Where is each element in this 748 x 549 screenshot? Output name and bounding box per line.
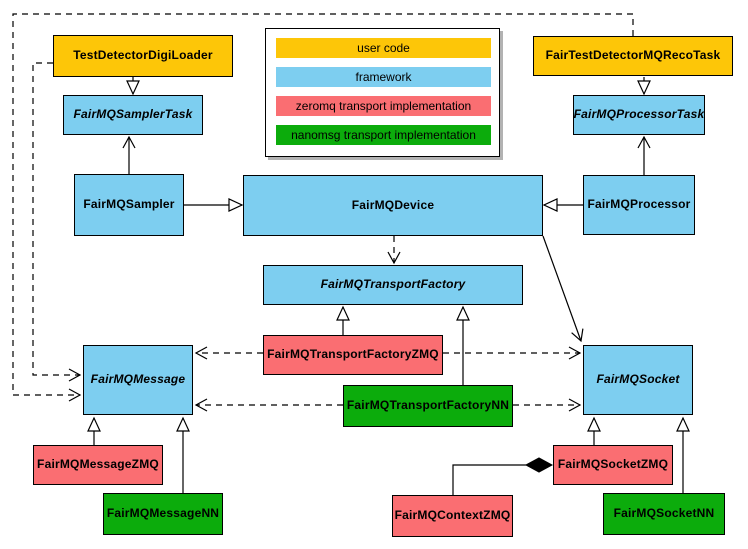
node-fairmqprocessor: FairMQProcessor <box>583 175 695 235</box>
node-fairmqsocketnn: FairMQSocketNN <box>603 493 725 535</box>
legend: user code framework zeromq transport imp… <box>265 28 500 157</box>
node-fairmqmessagenn: FairMQMessageNN <box>103 493 223 535</box>
legend-item-nanomsg: nanomsg transport implementation <box>276 125 491 145</box>
edge-device-uses-socket <box>542 235 584 343</box>
node-fairmqtransportfactoryzmq: FairMQTransportFactoryZMQ <box>263 335 443 375</box>
node-fairmqdevice: FairMQDevice <box>243 175 543 236</box>
node-fairmqmessagezmq: FairMQMessageZMQ <box>33 445 163 485</box>
edge-contextzmq-composition-line <box>452 464 526 495</box>
legend-item-framework: framework <box>276 67 491 87</box>
node-fairmqmessage: FairMQMessage <box>83 345 193 415</box>
node-fairmqcontextzmq: FairMQContextZMQ <box>392 495 513 537</box>
node-fairmqtransportfactory: FairMQTransportFactory <box>263 265 523 305</box>
node-fairmqsamplertask: FairMQSamplerTask <box>63 95 203 135</box>
composition-diamond-icon <box>524 457 554 473</box>
node-fairmqsampler: FairMQSampler <box>74 174 184 236</box>
legend-item-zeromq: zeromq transport implementation <box>276 96 491 116</box>
node-fairmqtransportfactorynn: FairMQTransportFactoryNN <box>343 385 513 427</box>
node-fairtestdetectormqrecotask: FairTestDetectorMQRecoTask <box>533 36 733 76</box>
node-testdetectordigiloader: TestDetectorDigiLoader <box>53 35 233 77</box>
node-fairmqsocketzmq: FairMQSocketZMQ <box>553 445 673 485</box>
node-fairmqsocket: FairMQSocket <box>583 345 693 415</box>
legend-item-user-code: user code <box>276 38 491 58</box>
node-fairmqprocessortask: FairMQProcessorTask <box>573 95 705 135</box>
